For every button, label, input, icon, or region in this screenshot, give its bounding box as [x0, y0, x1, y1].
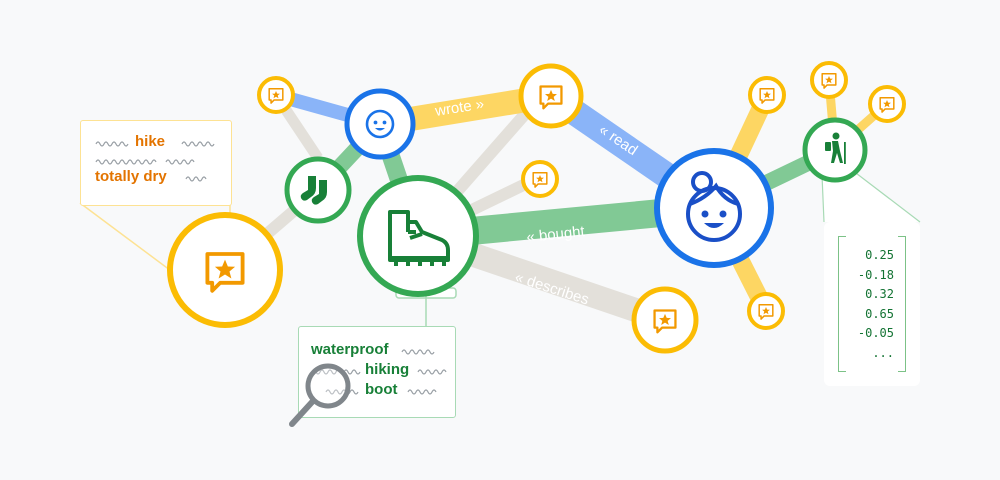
- squiggle: [185, 176, 207, 182]
- search-query-word3: boot: [365, 381, 398, 398]
- smiling-face-icon: [686, 171, 742, 242]
- squiggle: [95, 141, 129, 147]
- review-node-large[interactable]: [167, 212, 283, 328]
- search-query-word2: hiking: [365, 361, 410, 378]
- vector-value: -0.18: [857, 267, 894, 282]
- product-node-boot[interactable]: [357, 175, 479, 297]
- review-node[interactable]: [521, 160, 559, 198]
- vector-value: 0.32: [865, 287, 894, 302]
- review-node[interactable]: [747, 292, 785, 330]
- review-node[interactable]: [257, 76, 295, 114]
- vector-values: 0.25 -0.18 0.32 0.65 -0.05 ...: [846, 246, 894, 364]
- review-node[interactable]: [518, 63, 584, 129]
- review-snippet-card: hike totally dry: [80, 120, 232, 206]
- user-node[interactable]: [344, 88, 416, 160]
- squiggle: [407, 389, 437, 395]
- squiggle: [417, 369, 447, 375]
- hiker-icon: [825, 132, 846, 164]
- vector-value: -0.05: [857, 326, 894, 341]
- review-snippet-line2: totally dry: [95, 168, 167, 185]
- edge-label-bought: « bought: [526, 223, 587, 246]
- embedding-vector-card: 0.25 -0.18 0.32 0.65 -0.05 ...: [824, 222, 920, 386]
- vector-bracket-right: [898, 236, 906, 372]
- hiking-boot-icon: [388, 210, 450, 266]
- review-node[interactable]: [631, 286, 699, 354]
- search-query-card: waterproof hiking boot: [298, 326, 456, 418]
- socks-icon: [300, 176, 327, 205]
- squiggle: [95, 159, 157, 165]
- review-node[interactable]: [868, 85, 906, 123]
- search-query-word1: waterproof: [311, 341, 389, 358]
- review-node[interactable]: [748, 76, 786, 114]
- hiker-node[interactable]: [802, 117, 868, 183]
- squiggle: [325, 389, 359, 395]
- vector-value: 0.65: [865, 306, 894, 321]
- vector-value: 0.25: [865, 248, 894, 262]
- squiggle: [165, 159, 195, 165]
- vector-bracket-left: [838, 236, 846, 372]
- squiggle: [311, 369, 361, 375]
- user-node-large[interactable]: [654, 148, 774, 268]
- squiggle: [181, 141, 215, 147]
- squiggle: [401, 349, 435, 355]
- vector-ellipsis: ...: [872, 345, 894, 360]
- magnifier-icon: [289, 363, 351, 427]
- review-snippet-line1: hike: [135, 133, 166, 150]
- product-node-socks[interactable]: [284, 156, 352, 224]
- review-node[interactable]: [810, 61, 848, 99]
